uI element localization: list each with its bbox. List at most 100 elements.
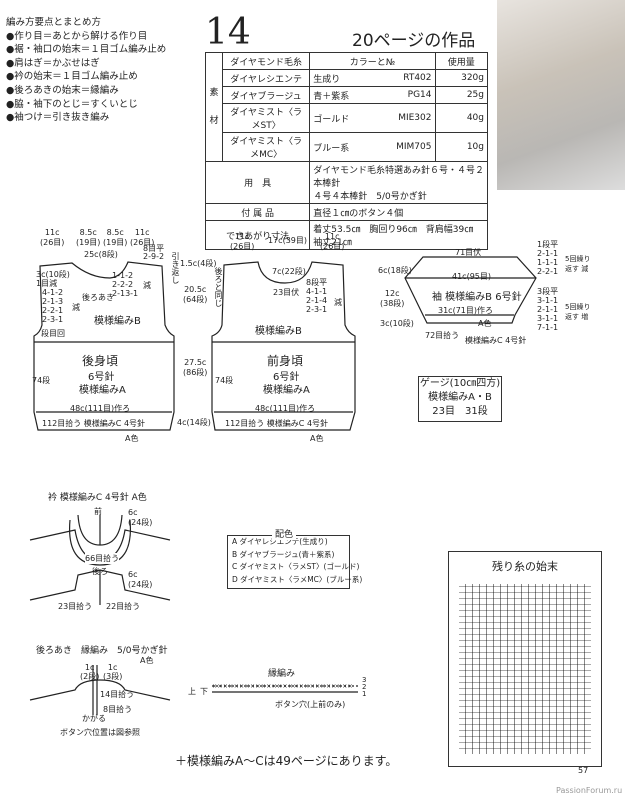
size-label: 1c (2段) — [80, 663, 100, 681]
turn-label: 引き返し — [171, 252, 180, 284]
note-item: ●裾・袖口の始末＝１目ゴム編み止め — [6, 44, 167, 56]
side-label: 材 — [209, 116, 219, 126]
pattern-label: 模様編みA — [263, 385, 310, 396]
side-dim: 12c (38段) — [380, 289, 405, 308]
collar-title: 衿 模様編みC 4号針 A色 — [48, 493, 147, 503]
sleeve-outline — [404, 256, 537, 324]
rib-label: 模様編みC 4号針 — [465, 336, 527, 345]
increase-label: 5回繰り返す 増 — [565, 303, 591, 321]
gauge-line: ゲージ(10㎝四方) — [419, 378, 501, 389]
width-label: 48c(111目)作ろ — [255, 404, 316, 413]
code: MIE302 — [369, 103, 436, 133]
width-label: 48c(111目)作ろ — [70, 404, 131, 413]
color-item: C ダイヤミスト〈ラメST〉(ゴールド) — [232, 562, 360, 571]
same-as-back: 後ろと同じ — [214, 267, 223, 307]
pattern-number: 14 — [205, 12, 251, 53]
buttonhole-note: ボタン穴位置は図参照 — [60, 728, 140, 737]
gauge-box: ゲージ(10㎝四方) 模様編みA・B 23目 31段 — [418, 376, 502, 422]
gauge-line: 23目 31段 — [432, 406, 488, 417]
rib-label: 112目拾う 模様編みC 4号針 — [225, 419, 329, 428]
row-mark: 2 — [362, 683, 367, 691]
knit-chart-illustration — [459, 584, 591, 754]
size-label: 6c (24段) — [128, 570, 153, 589]
decrease-label: 減 — [334, 298, 342, 307]
color-key-title: 配色 — [272, 527, 297, 540]
color-label: A色 — [140, 656, 154, 665]
row-label: 74段 — [215, 376, 234, 385]
piece-title: 前身頃 — [267, 354, 304, 368]
decrease-label: 8段平 4-1-1 2-1-4 2-3-1 — [306, 278, 328, 314]
back-body-outline — [33, 261, 175, 431]
dim-label: 11c (26目) — [40, 228, 65, 247]
opening-label: 3c(10段) 1目減 — [36, 270, 70, 288]
row-mark: 3 — [362, 676, 367, 684]
opening-label: 後ろあき — [82, 293, 114, 302]
side-dim: 1.5c(4段) — [180, 259, 217, 268]
neck-label: 7c(22段) — [272, 267, 306, 276]
tools-value: ４号４本棒針 5/0号かぎ針 — [313, 192, 427, 202]
upper-label: 上 — [188, 687, 196, 696]
row-label: 段目回 — [41, 329, 65, 338]
watermark: PassionForum.ru — [556, 786, 623, 795]
size-label: 1c (3段) — [103, 663, 123, 681]
color-key-box: A ダイヤレシエンテ(生成り) B ダイヤブラージュ(青＋紫系) C ダイヤミス… — [227, 535, 362, 589]
cable-title: 残り糸の始末 — [492, 560, 558, 573]
side-dim: 27.5c (86段) — [183, 358, 208, 377]
pick-label: 14目拾う — [100, 690, 135, 699]
dim-label: 11c (26目) — [130, 228, 155, 247]
pick-label: 8目拾う — [103, 705, 133, 714]
note-item: ●後ろあきの始末＝縁編み — [6, 84, 119, 96]
bind-label: 23目伏 — [273, 288, 300, 297]
rib-label: 112目拾う 模様編みC 4号針 — [42, 419, 146, 428]
dim-label: 8.5c (19目) — [103, 228, 128, 247]
instructions-notes: 編み方要点とまとめ方 ●作り目＝あとから解ける作り目 ●裾・袖口の始末＝１目ゴム… — [6, 16, 166, 125]
decrease-label: 1段平 2-1-1 1-1-1 2-2-1 — [537, 240, 559, 276]
pick-label: 23目拾う — [58, 601, 93, 612]
decrease-label: 減 — [72, 303, 80, 312]
page-reference: 20ページの作品 — [352, 31, 476, 51]
model-photo — [497, 0, 625, 190]
color-label: A色 — [310, 434, 324, 443]
pattern-label: 模様編みA — [79, 385, 126, 396]
pattern-label: 模様編みB — [94, 316, 141, 327]
width-label: 41c(95目) — [452, 272, 491, 281]
collar-back — [29, 569, 171, 605]
note-item: ●脇・袖下のとじ＝すくいとじ — [6, 98, 138, 110]
edge-stitch-symbols: ×××××××××××××××××××××××××× — [212, 683, 354, 690]
piece-title: 袖 模様編みB 6号針 — [432, 292, 522, 303]
increase-label: 3段平 3-1-1 2-1-1 3-1-1 7-1-1 — [537, 287, 559, 332]
lower-label: 下 — [200, 687, 208, 696]
side-dim: 20.5c (64段) — [183, 285, 208, 304]
yarn: ダイヤミスト〈ラメMC〉 — [221, 132, 311, 162]
size-value: 着丈53.5㎝ 胸回り96㎝ 背肩幅39㎝ 袖丈21㎝ — [309, 220, 488, 250]
side-dim: 6c(18段) — [378, 266, 412, 275]
dim-label: 8.5c (19目) — [76, 228, 101, 247]
needle-label: 6号針 — [88, 372, 115, 383]
decrease-label: 5回繰り返す 減 — [565, 255, 591, 273]
side-dim: 4c(14段) — [177, 418, 211, 427]
shoulder-label: 8目平 2-9-2 — [143, 244, 165, 261]
decrease-label: 減 — [143, 281, 151, 290]
cable-diagram: 残り糸の始末 — [448, 551, 602, 767]
page-number: 57 — [578, 766, 589, 775]
back-label: 後ろ — [92, 567, 108, 576]
front-label: 前 — [94, 507, 102, 516]
cast-label: 31c(71目)作ろ — [438, 306, 493, 315]
front-body-outline — [211, 261, 356, 431]
note-item: ●袖つけ＝引き抜き編み — [6, 112, 110, 124]
side-dim: 3c(10段) — [380, 319, 414, 328]
edge-title: 縁編み — [268, 669, 296, 679]
pick-label: 22目拾う — [106, 601, 141, 612]
note-item: ●作り目＝あとから解ける作り目 — [6, 30, 148, 42]
pattern-label: 模様編みB — [255, 326, 302, 337]
notes-title: 編み方要点とまとめ方 — [6, 17, 102, 28]
code: MIM705 — [369, 132, 436, 162]
side-label: 素 — [209, 88, 219, 98]
col-header: 使用量 — [434, 52, 488, 70]
footer-note: ＋模様編みA～Cは49ページにあります。 — [175, 754, 398, 768]
pick-label: 66目拾う — [85, 553, 120, 564]
